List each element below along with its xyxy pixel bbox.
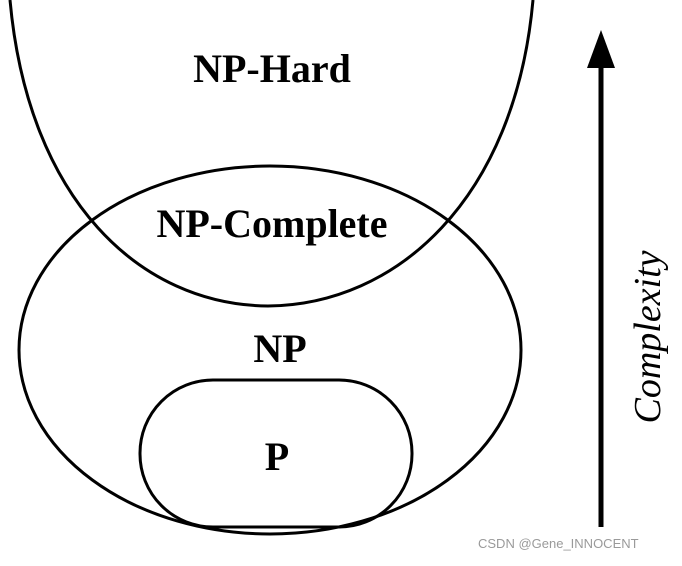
np-hard-label: NP-Hard [193,46,351,91]
watermark-text: CSDN @Gene_INNOCENT [478,536,639,551]
p-region-outline [138,378,414,529]
arrow-up-icon [587,30,615,68]
complexity-axis-label: Complexity [627,250,669,423]
p-label: P [265,434,289,479]
np-region-outline [17,164,523,536]
np-hard-region-outline [8,0,535,308]
np-complete-label: NP-Complete [156,201,387,246]
np-label: NP [253,326,306,371]
